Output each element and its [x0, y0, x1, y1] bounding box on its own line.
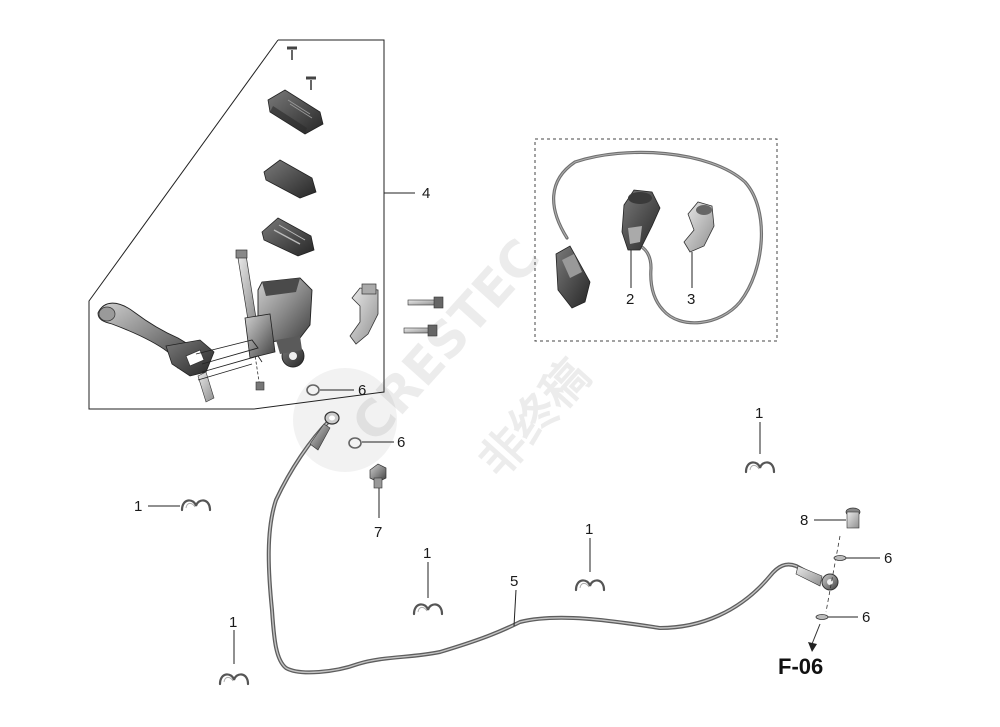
ref-arrow-shaft	[811, 623, 821, 645]
clutch-switch	[621, 189, 661, 251]
washer-bleeder-upper	[833, 555, 847, 561]
hose-clip-right	[744, 461, 776, 474]
banjo-bolt	[369, 463, 387, 489]
figure-reference-label: F-06	[778, 654, 823, 679]
switch-wiring-harness	[552, 150, 763, 325]
callout-1-left: 1	[134, 498, 142, 515]
watermark: CRESTEC 非终稿	[293, 228, 601, 487]
washer-upper	[306, 384, 320, 396]
washer-lower	[348, 437, 362, 449]
callout-1-center: 1	[585, 521, 593, 538]
callout-6-bleeder-lower: 6	[862, 609, 870, 626]
hand-lever	[97, 302, 215, 403]
reservoir-cap	[267, 89, 324, 135]
callout-8: 8	[800, 512, 808, 529]
washer-bleeder-lower	[815, 614, 829, 620]
hose-clip-center	[574, 579, 606, 592]
reservoir-plate	[263, 159, 317, 199]
bleeder-axis-line	[825, 535, 841, 613]
hose-clip-lower-left	[218, 673, 250, 686]
watermark-status-text: 非终稿	[468, 349, 600, 488]
reservoir-screw-second	[306, 76, 316, 90]
handlebar-clamp	[349, 283, 379, 345]
lever-pivot-bolt	[235, 249, 257, 321]
switch-bracket	[683, 201, 715, 253]
callout-7: 7	[374, 524, 382, 541]
reservoir-screw-top	[287, 46, 297, 60]
callout-4: 4	[422, 185, 430, 202]
reservoir-diaphragm	[261, 217, 315, 257]
callout-1-right: 1	[755, 405, 763, 422]
assembly-4-boundary	[88, 39, 385, 410]
callout-6-lower: 6	[397, 434, 405, 451]
clamp-bolt-upper	[407, 296, 444, 309]
callout-6-upper: 6	[358, 382, 366, 399]
callout-5: 5	[510, 573, 518, 590]
callout-2: 2	[626, 291, 634, 308]
callout-6-bleeder-upper: 6	[884, 550, 892, 567]
switch-assembly-boundary	[534, 138, 778, 342]
leader-lines	[148, 192, 880, 664]
hose-clip-center-left	[412, 603, 444, 616]
master-cylinder-body	[244, 277, 313, 368]
clamp-bolt-lower	[403, 324, 438, 337]
bleeder-bolt	[845, 507, 861, 529]
callout-3: 3	[687, 291, 695, 308]
callout-1-lower-left: 1	[229, 614, 237, 631]
lever-pivot-nut	[255, 381, 265, 391]
callout-1-center-left: 1	[423, 545, 431, 562]
clutch-hose	[266, 411, 839, 675]
lever-alignment-lines	[195, 339, 263, 381]
hose-clip-left	[180, 499, 212, 512]
callout-labels: 4 2 3 6 6 7 1 1 1 1 1 5 8 6 6	[134, 185, 892, 631]
ref-arrow-head-icon	[808, 642, 817, 652]
